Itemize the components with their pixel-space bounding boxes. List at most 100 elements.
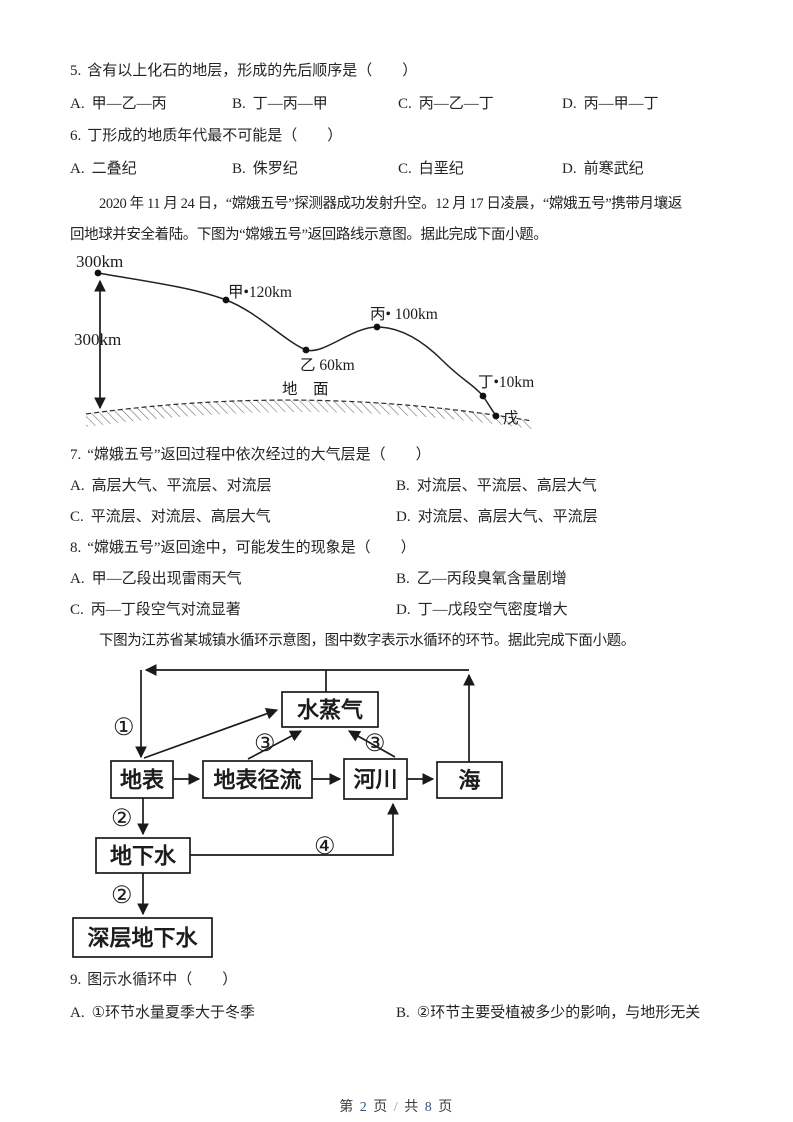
question-text: 丁形成的地质年代最不可能是（ ） bbox=[87, 128, 343, 144]
option-9B: B. ②环节主要受植被多少的影响，与地形无关 bbox=[396, 1005, 700, 1022]
option-text: ②环节主要受植被多少的影响，与地形无关 bbox=[416, 1005, 701, 1021]
option-label: B. bbox=[232, 161, 246, 177]
footer-text: 页 bbox=[438, 1100, 454, 1115]
passage-change5-line2: 回地球并安全着陆。下图为“嫦娥五号”返回路线示意图。据此完成下面小题。 bbox=[70, 227, 548, 243]
footer-page-number: 2 bbox=[359, 1100, 369, 1115]
option-8C: C.丙—丁段空气对流显著 bbox=[70, 602, 241, 619]
footer-total-number: 8 bbox=[424, 1100, 434, 1115]
arrow-groundwater-to-river bbox=[190, 802, 399, 856]
question-7-stem: 7.“嫦娥五号”返回过程中依次经过的大气层是（ ） bbox=[70, 447, 431, 464]
option-label: A. bbox=[70, 571, 85, 587]
option-text: 丁—丙—甲 bbox=[252, 96, 328, 112]
option-text: 对流层、高层大气、平流层 bbox=[417, 509, 598, 525]
option-label: B. bbox=[232, 96, 246, 112]
label-yi: 乙 60km bbox=[300, 357, 355, 374]
box-vapor: 水蒸气 bbox=[281, 691, 379, 728]
point-yi bbox=[302, 346, 310, 354]
option-label: A. bbox=[70, 161, 85, 177]
return-path-diagram: 300km 300km 甲•120km 乙 60km 丙• 100km 丁•10… bbox=[74, 252, 534, 429]
option-7A: A.高层大气、平流层、对流层 bbox=[70, 478, 272, 495]
question-number: 6. bbox=[70, 128, 82, 144]
question-text: 图示水循环中（ ） bbox=[87, 972, 238, 988]
option-5D: D. 丙—甲—丁 bbox=[562, 96, 659, 113]
label-jia: 甲•120km bbox=[228, 284, 292, 301]
option-7D: D. 对流层、高层大气、平流层 bbox=[396, 509, 598, 526]
earth-surface-hatch bbox=[86, 400, 532, 429]
option-6C: C.白垩纪 bbox=[398, 161, 464, 178]
footer-text: 共 bbox=[404, 1100, 420, 1115]
option-5C: C.丙—乙—丁 bbox=[398, 96, 494, 113]
label-bing: 丙• 100km bbox=[370, 306, 438, 323]
box-vapor-rect bbox=[281, 691, 379, 728]
option-label: A. bbox=[70, 96, 85, 112]
box-surface-label: 地表 bbox=[120, 768, 165, 793]
question-text: “嫦娥五号”返回过程中依次经过的大气层是（ ） bbox=[87, 447, 431, 463]
option-8D: D.丁—戊段空气密度增大 bbox=[396, 602, 568, 619]
option-label: C. bbox=[398, 161, 412, 177]
option-9A: A.①环节水量夏季大于冬季 bbox=[70, 1005, 255, 1022]
question-6-stem: 6. 丁形成的地质年代最不可能是（ ） bbox=[70, 128, 342, 145]
point-bing bbox=[373, 323, 381, 331]
box-sea: 海 bbox=[436, 761, 503, 799]
arrow-surface-to-vapor bbox=[143, 708, 279, 759]
option-text: 甲—乙—丙 bbox=[91, 96, 167, 112]
step-1-label: ① bbox=[113, 715, 135, 741]
arrow-river-to-vapor bbox=[347, 730, 396, 758]
label-wu: 戊 bbox=[503, 409, 519, 427]
option-text: 平流层、对流层、高层大气 bbox=[90, 509, 271, 525]
option-7C: C. 平流层、对流层、高层大气 bbox=[70, 509, 271, 526]
box-river-rect bbox=[343, 758, 408, 800]
passage-change5-line1: 2020 年 11 月 24 日，“嫦娥五号”探测器成功发射升空。12 月 17… bbox=[99, 196, 682, 212]
option-text: 侏罗纪 bbox=[252, 161, 298, 177]
footer-separator: / bbox=[393, 1100, 400, 1115]
label-ding: 丁•10km bbox=[478, 374, 534, 391]
page-footer: 第 2 页 / 共 8 页 bbox=[0, 1096, 793, 1116]
passage-water-cycle: 下图为江苏省某城镇水循环示意图，图中数字表示水循环的环节。据此完成下面小题。 bbox=[99, 633, 635, 649]
option-5A: A. 甲—乙—丙 bbox=[70, 96, 167, 113]
option-6A: A.二叠纪 bbox=[70, 161, 137, 178]
box-deep-groundwater-label: 深层地下水 bbox=[87, 926, 198, 951]
option-8A: A. 甲—乙段出现雷雨天气 bbox=[70, 571, 242, 588]
point-wu bbox=[492, 412, 500, 420]
option-label: D. bbox=[396, 509, 411, 525]
option-label: C. bbox=[70, 509, 84, 525]
box-groundwater: 地下水 bbox=[95, 837, 191, 874]
box-surface: 地表 bbox=[110, 760, 174, 799]
point-start-300km bbox=[94, 269, 102, 277]
option-label: D. bbox=[562, 96, 577, 112]
box-vapor-label: 水蒸气 bbox=[297, 698, 363, 723]
earth-surface-dashed-line bbox=[85, 399, 533, 422]
question-5-stem: 5.含有以上化石的地层，形成的先后顺序是（ ） bbox=[70, 63, 417, 80]
option-text: 甲—乙段出现雷雨天气 bbox=[91, 571, 242, 587]
option-text: 丙—甲—丁 bbox=[583, 96, 659, 112]
option-label: C. bbox=[70, 602, 84, 618]
box-sea-rect bbox=[436, 761, 503, 799]
option-label: B. bbox=[396, 478, 410, 494]
point-ding bbox=[479, 392, 487, 400]
step-4-label: ④ bbox=[314, 834, 336, 860]
box-runoff-label: 地表径流 bbox=[213, 768, 301, 793]
option-text: 前寒武纪 bbox=[583, 161, 644, 177]
option-label: D. bbox=[396, 602, 411, 618]
box-runoff-rect bbox=[202, 760, 313, 799]
question-8-stem: 8.“嫦娥五号”返回途中，可能发生的现象是（ ） bbox=[70, 540, 416, 557]
box-deep-groundwater: 深层地下水 bbox=[72, 917, 213, 958]
option-label: B. bbox=[396, 571, 410, 587]
option-7B: B.对流层、平流层、高层大气 bbox=[396, 478, 597, 495]
point-jia bbox=[222, 296, 230, 304]
box-river: 河川 bbox=[343, 758, 408, 800]
step-2b-label: ② bbox=[111, 883, 133, 909]
option-label: C. bbox=[398, 96, 412, 112]
question-number: 8. bbox=[70, 540, 82, 556]
box-river-label: 河川 bbox=[353, 767, 397, 792]
option-6D: D.前寒武纪 bbox=[562, 161, 644, 178]
water-cycle-diagram: 水蒸气 地表 地表径流 河川 海 地下水 深层地下水 ① ② ② ③ bbox=[72, 664, 503, 958]
option-label: B. bbox=[396, 1005, 410, 1021]
option-label: A. bbox=[70, 1005, 85, 1021]
question-9-stem: 9.图示水循环中（ ） bbox=[70, 972, 237, 989]
option-text: 乙—丙段臭氧含量剧增 bbox=[416, 571, 567, 587]
label-300km-top: 300km bbox=[76, 252, 123, 271]
box-groundwater-rect bbox=[95, 837, 191, 874]
option-6B: B. 侏罗纪 bbox=[232, 161, 298, 178]
